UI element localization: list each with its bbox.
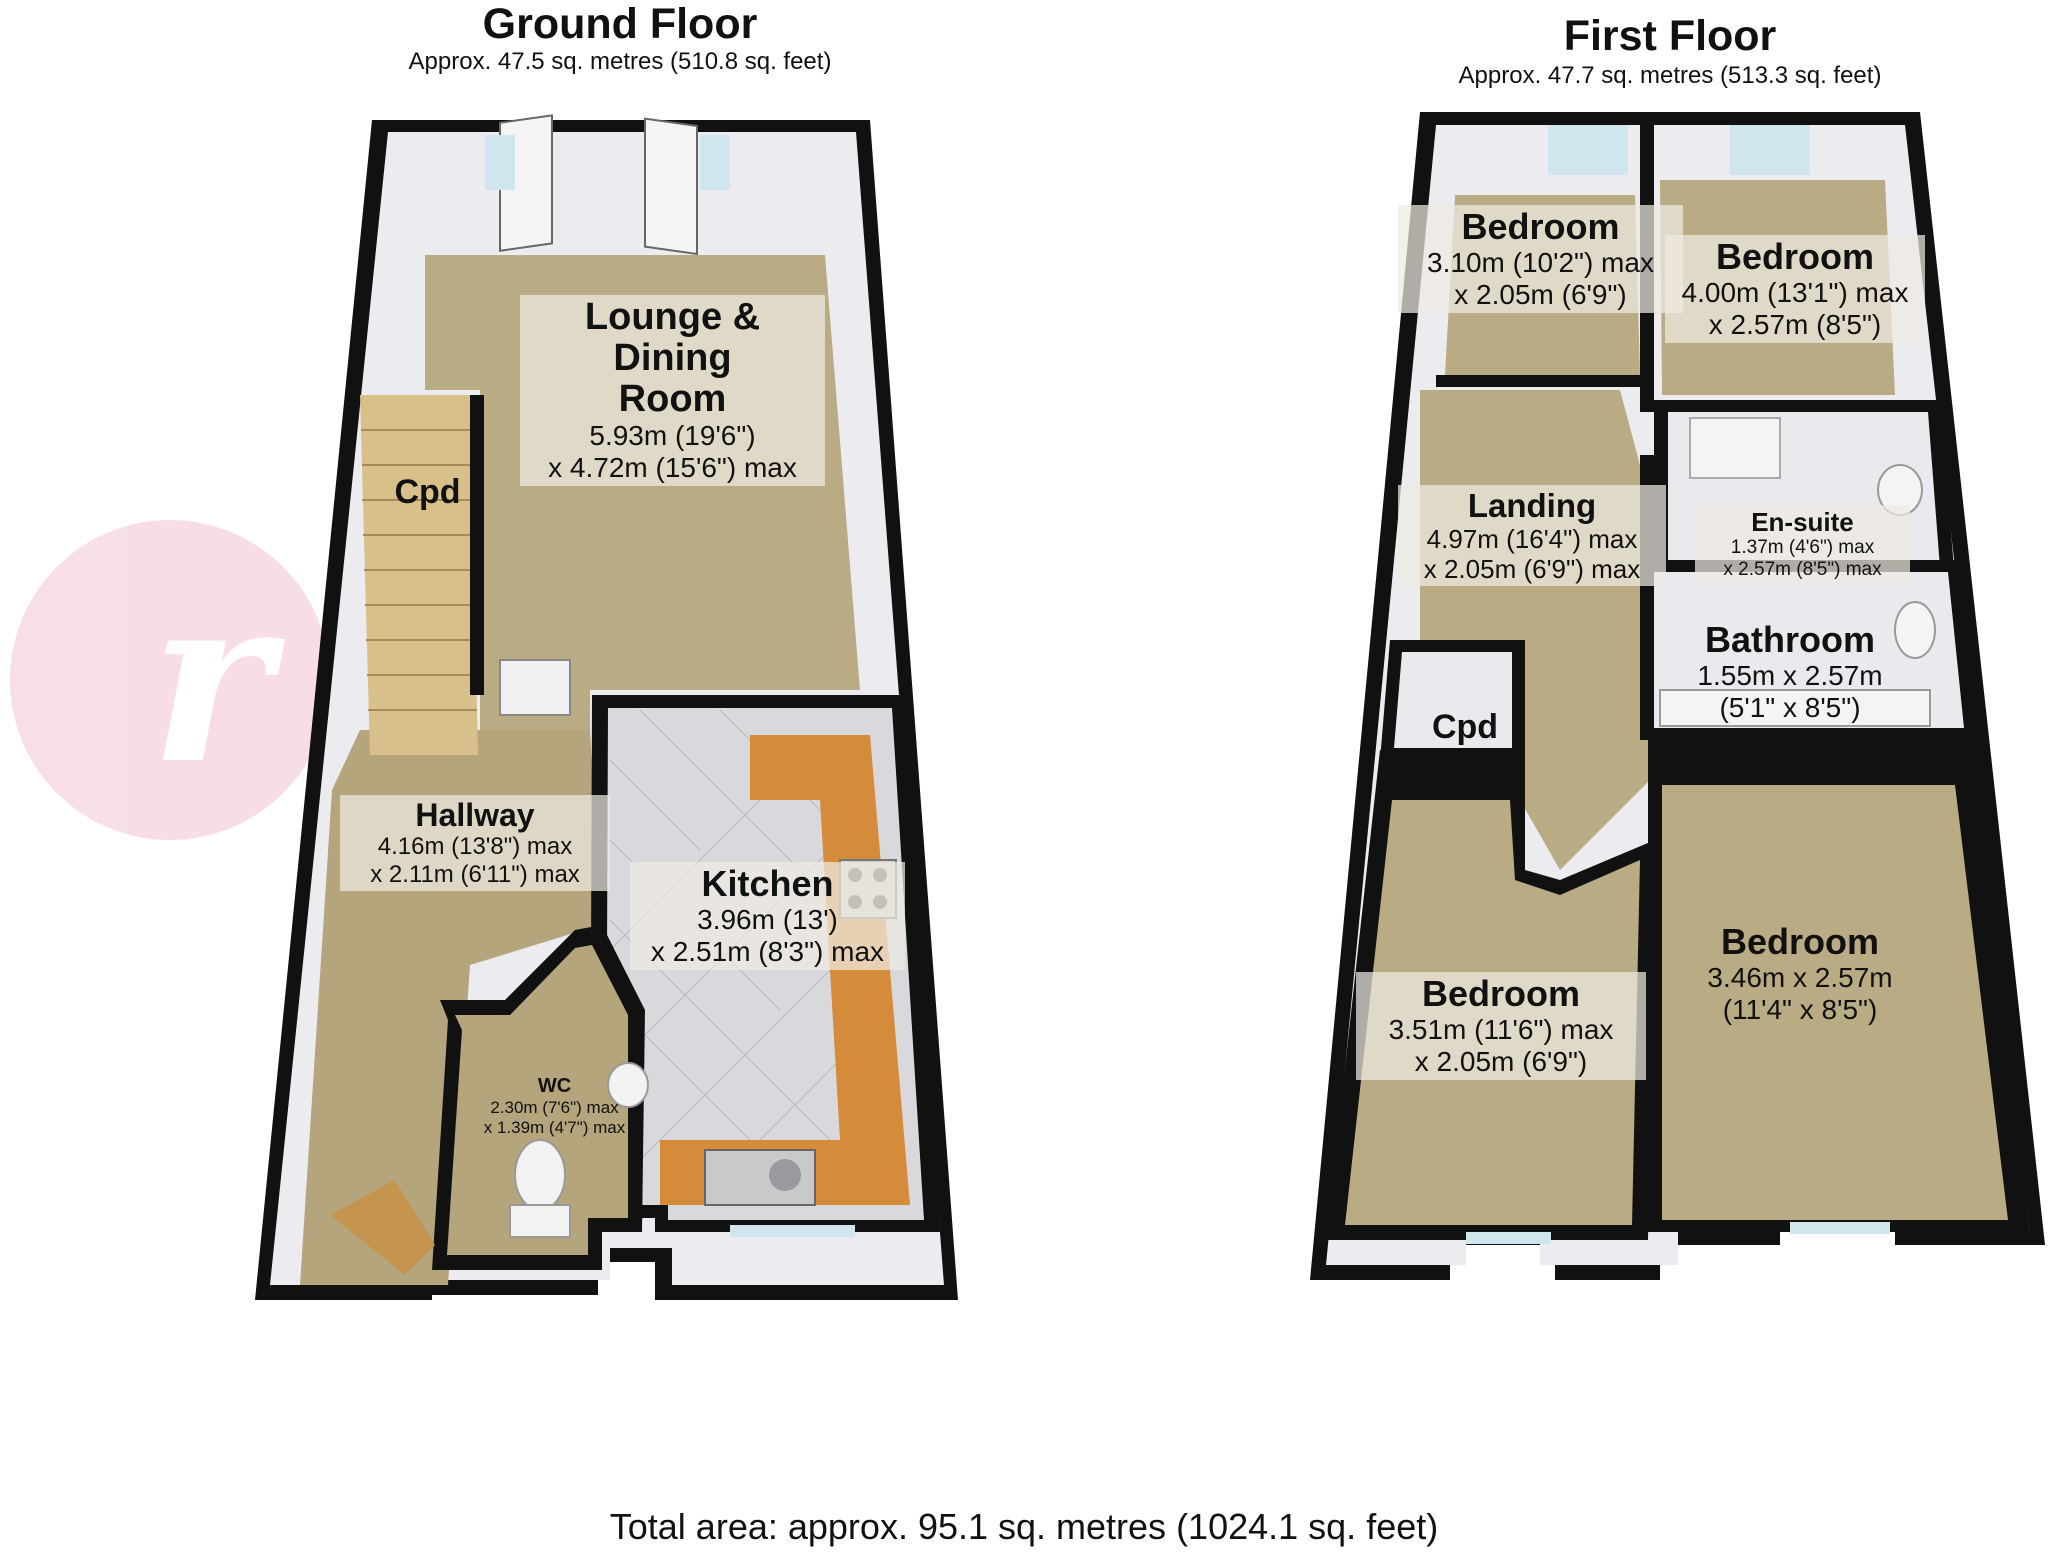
staircase	[360, 395, 478, 755]
ground-floor-title: Ground Floor	[482, 0, 758, 48]
first-window-rear-right	[1790, 1222, 1890, 1234]
watermark-logo: r	[10, 520, 330, 840]
room-label-cpd-first: Cpd	[1431, 708, 1499, 746]
stair-treads	[361, 429, 477, 711]
room-label-bedroom-master: Bedroom 4.00m (13'1") max x 2.57m (8'5")	[1665, 235, 1925, 343]
kitchen-window	[730, 1225, 855, 1237]
room-label-ensuite: En-suite 1.37m (4'6") max x 2.57m (8'5")…	[1695, 505, 1910, 583]
first-window-right	[1730, 125, 1810, 175]
wc-floor	[447, 945, 628, 1255]
room-label-wc: WC 2.30m (7'6") max x 1.39m (4'7") max	[483, 1075, 626, 1137]
room-label-bedroom-rear-left: Bedroom 3.51m (11'6") max x 2.05m (6'9")	[1356, 972, 1646, 1080]
svg-text:r: r	[150, 545, 286, 815]
door-mat	[330, 1180, 435, 1275]
wc-basin	[607, 1062, 649, 1108]
ground-window-left	[485, 135, 515, 190]
radiator	[499, 659, 571, 716]
ensuite-shower	[1689, 417, 1781, 479]
room-label-kitchen: Kitchen 3.96m (13') x 2.51m (8'3") max	[630, 862, 905, 970]
room-label-bedroom-rear-right: Bedroom 3.46m x 2.57m (11'4" x 8'5")	[1707, 921, 1893, 1026]
first-window-rear-left	[1466, 1232, 1551, 1244]
room-label-bathroom: Bathroom 1.55m x 2.57m (5'1" x 8'5")	[1697, 619, 1883, 724]
first-window-left	[1548, 125, 1628, 175]
ground-window-right	[700, 135, 730, 190]
wc-toilet	[514, 1139, 566, 1211]
room-label-landing: Landing 4.97m (16'4") max x 2.05m (6'9")…	[1398, 485, 1666, 586]
bedroom-rear-right-floor	[1662, 785, 2008, 1220]
bathroom-toilet	[1894, 601, 1936, 659]
first-floor-area: Approx. 47.7 sq. metres (513.3 sq. feet)	[1458, 62, 1882, 89]
ground-floor-area: Approx. 47.5 sq. metres (510.8 sq. feet)	[408, 48, 832, 75]
cpd-first-floor	[1394, 652, 1512, 748]
room-label-lounge: Lounge & Dining Room 5.93m (19'6") x 4.7…	[520, 295, 825, 486]
total-area: Total area: approx. 95.1 sq. metres (102…	[609, 1506, 1439, 1547]
room-label-cpd-ground: Cpd	[394, 473, 461, 511]
bathtub	[1659, 689, 1931, 727]
first-floor-title: First Floor	[1563, 12, 1777, 60]
room-label-bedroom-small: Bedroom 3.10m (10'2") max x 2.05m (6'9")	[1398, 205, 1683, 313]
room-label-hallway: Hallway 4.16m (13'8") max x 2.11m (6'11"…	[340, 795, 610, 891]
kitchen-worktop	[660, 735, 910, 1205]
